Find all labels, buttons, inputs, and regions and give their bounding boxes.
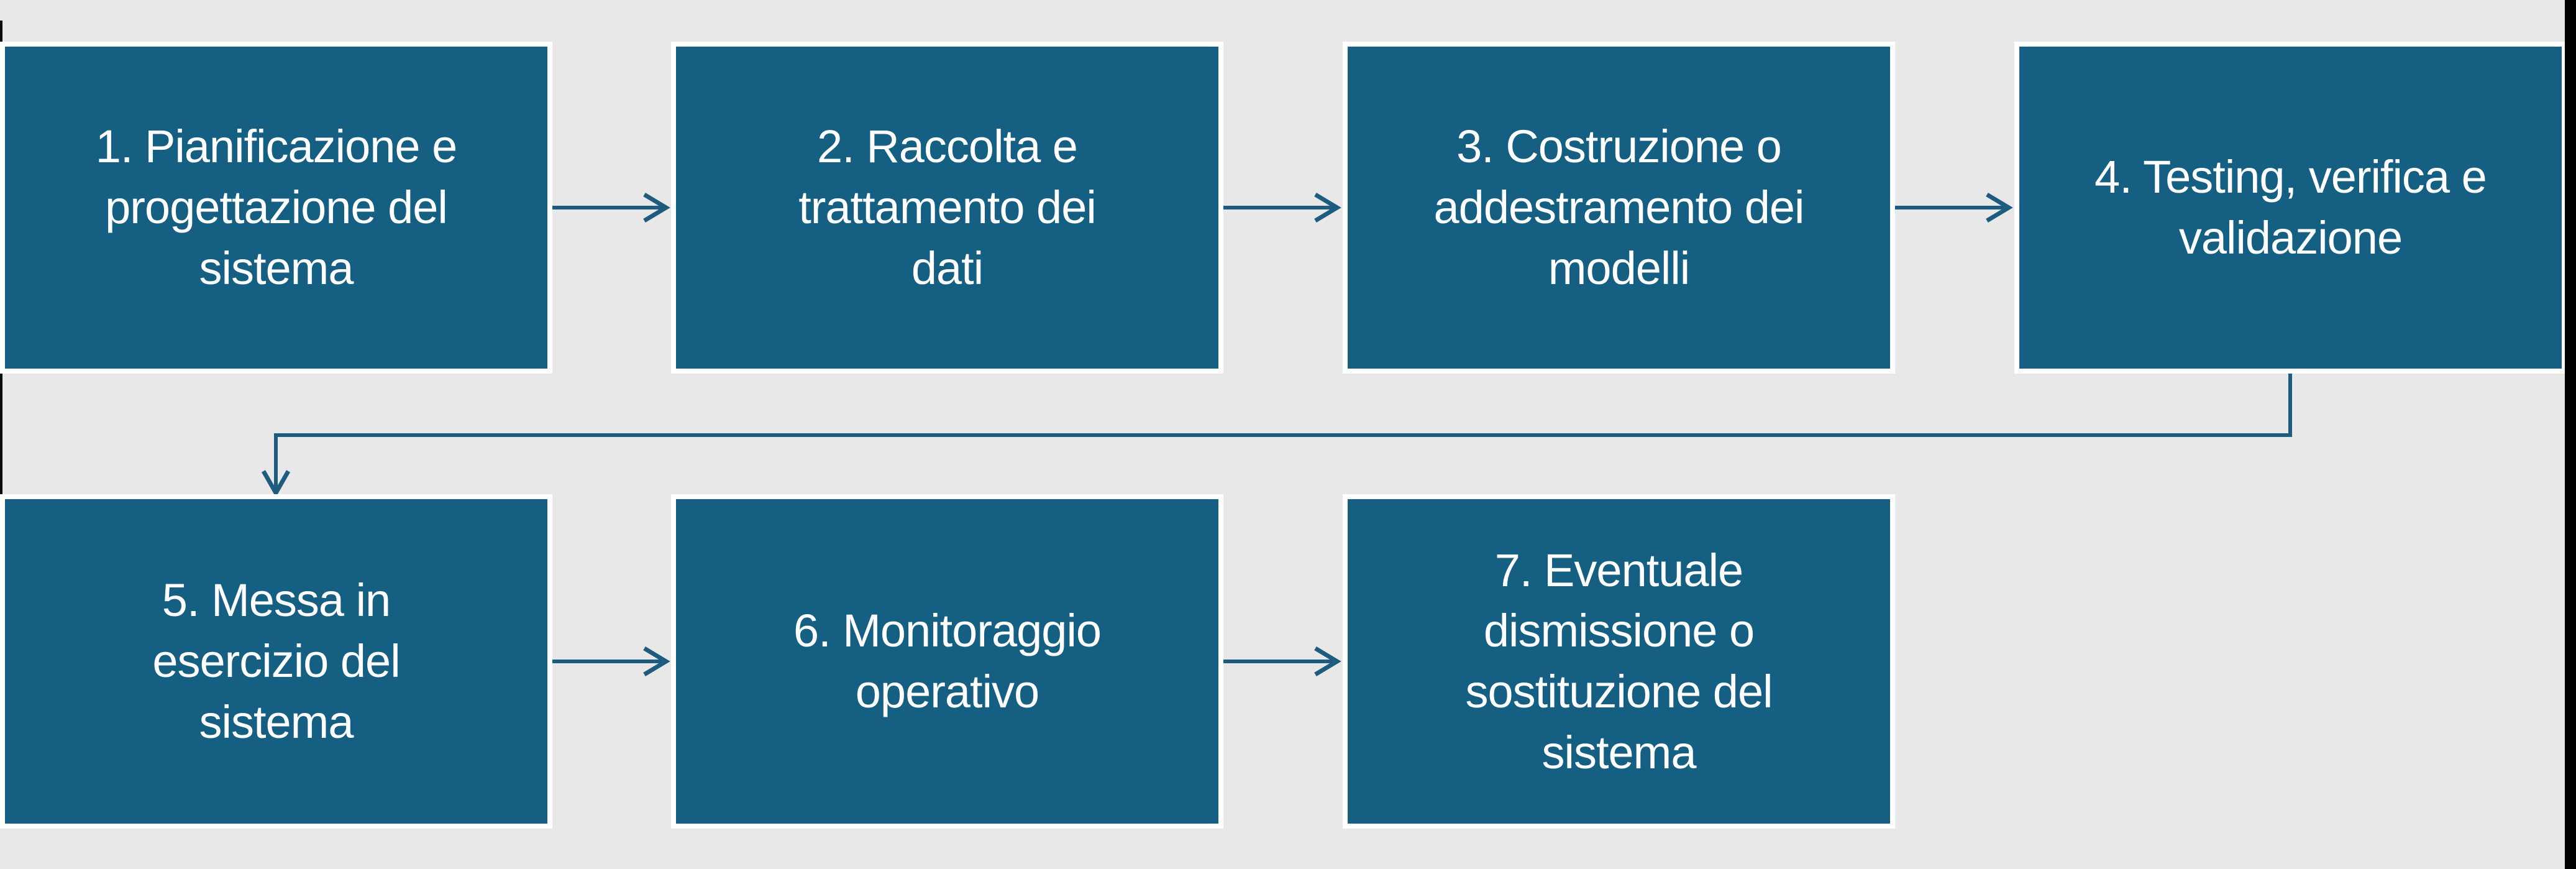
flow-step-7-box: 7. Eventuale dismissione o sostituzione …: [1343, 494, 1895, 829]
arrowhead-right-icon: [643, 192, 670, 223]
arrow-5-6: [552, 646, 670, 677]
flow-step-3-box: 3. Costruzione o addestramento dei model…: [1343, 42, 1895, 374]
arrow-3-4: [1895, 192, 2013, 223]
flow-step-6-box: 6. Monitoraggio operativo: [671, 494, 1223, 829]
flow-step-4-box: 4. Testing, verifica e validazione: [2014, 42, 2567, 374]
flow-step-7-label: 7. Eventuale dismissione o sostituzione …: [1465, 544, 1773, 778]
right-edge-crop-band: [2565, 0, 2576, 869]
flow-step-4-label: 4. Testing, verifica e validazione: [2094, 151, 2487, 264]
arrowhead-right-icon: [1314, 192, 1341, 223]
arrow-1-2: [552, 192, 670, 223]
elbow-connector-path: [274, 374, 2292, 490]
flow-step-6-label: 6. Monitoraggio operativo: [793, 605, 1102, 717]
flow-step-1-box: 1. Pianificazione e progettazione del si…: [0, 42, 552, 374]
flow-step-5-box: 5. Messa in esercizio del sistema: [0, 494, 552, 829]
flow-step-2-box: 2. Raccolta e trattamento dei dati: [671, 42, 1223, 374]
arrowhead-down-icon: [261, 470, 291, 498]
flow-step-5-label: 5. Messa in esercizio del sistema: [152, 574, 400, 748]
arrow-6-7: [1223, 646, 1341, 677]
elbow-connector-4-5: [261, 374, 2292, 498]
arrowhead-right-icon: [1986, 192, 2013, 223]
flow-step-3-label: 3. Costruzione o addestramento dei model…: [1433, 121, 1805, 294]
flow-step-1-label: 1. Pianificazione e progettazione del si…: [95, 121, 458, 294]
flow-step-2-label: 2. Raccolta e trattamento dei dati: [798, 121, 1097, 294]
arrow-2-3: [1223, 192, 1341, 223]
arrowhead-right-icon: [1314, 646, 1341, 677]
arrowhead-right-icon: [643, 646, 670, 677]
